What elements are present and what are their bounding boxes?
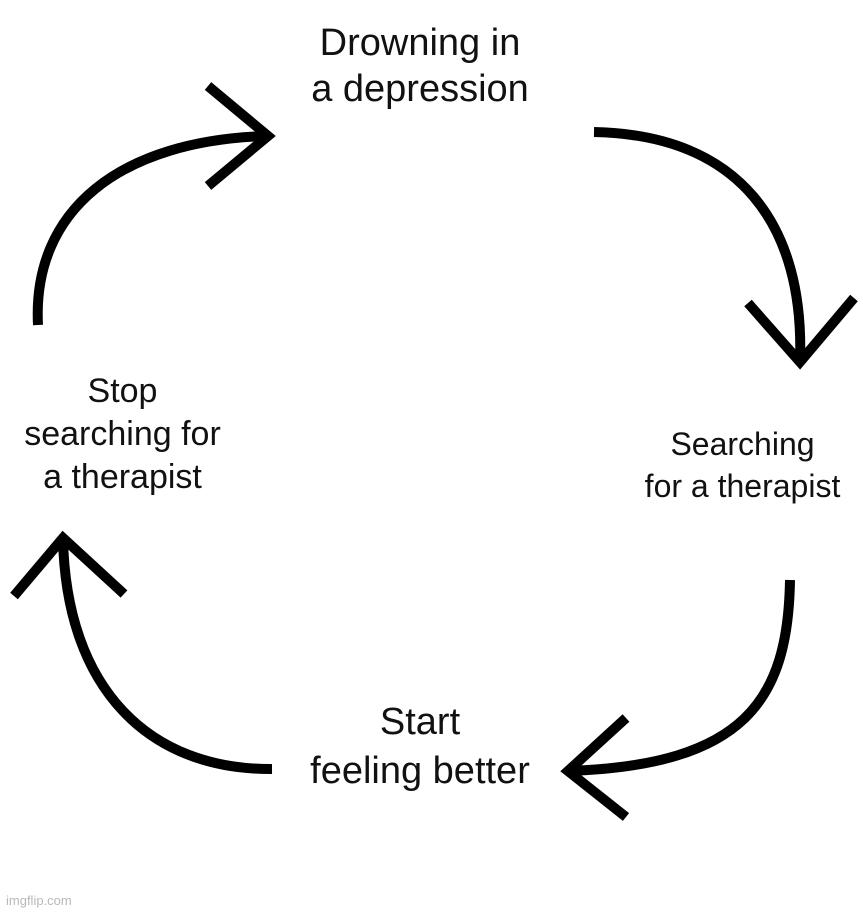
arrow-bottom-to-left xyxy=(58,537,273,775)
arrowhead-left xyxy=(10,530,128,600)
arrow-top-to-right xyxy=(593,127,806,363)
node-left-line-2: searching for xyxy=(24,415,221,454)
arrowhead-top xyxy=(204,82,276,190)
node-drowning-in-a-depression: Drowning in a depression xyxy=(250,20,590,113)
node-right-line-1: Searching xyxy=(670,426,815,462)
node-bottom-line-2: feeling better xyxy=(310,749,530,792)
node-left-line-1: Stop xyxy=(87,372,158,410)
node-bottom-line-1: Start xyxy=(379,701,461,743)
arrow-right-to-bottom xyxy=(567,579,795,776)
node-stop-searching-for-a-therapist: Stop searching for a therapist xyxy=(0,370,245,500)
node-left-line-3: a therapist xyxy=(43,458,202,497)
arrowhead-right xyxy=(744,294,858,370)
node-top-line-2: a depression xyxy=(311,68,529,111)
node-searching-for-a-therapist: Searching for a therapist xyxy=(620,424,863,507)
arrowhead-bottom xyxy=(560,714,630,821)
node-top-line-1: Drowning in xyxy=(319,22,521,64)
imgflip-watermark: imgflip.com xyxy=(6,893,72,908)
arrow-left-to-top xyxy=(32,131,269,326)
node-right-line-2: for a therapist xyxy=(644,467,841,504)
node-start-feeling-better: Start feeling better xyxy=(265,698,575,795)
